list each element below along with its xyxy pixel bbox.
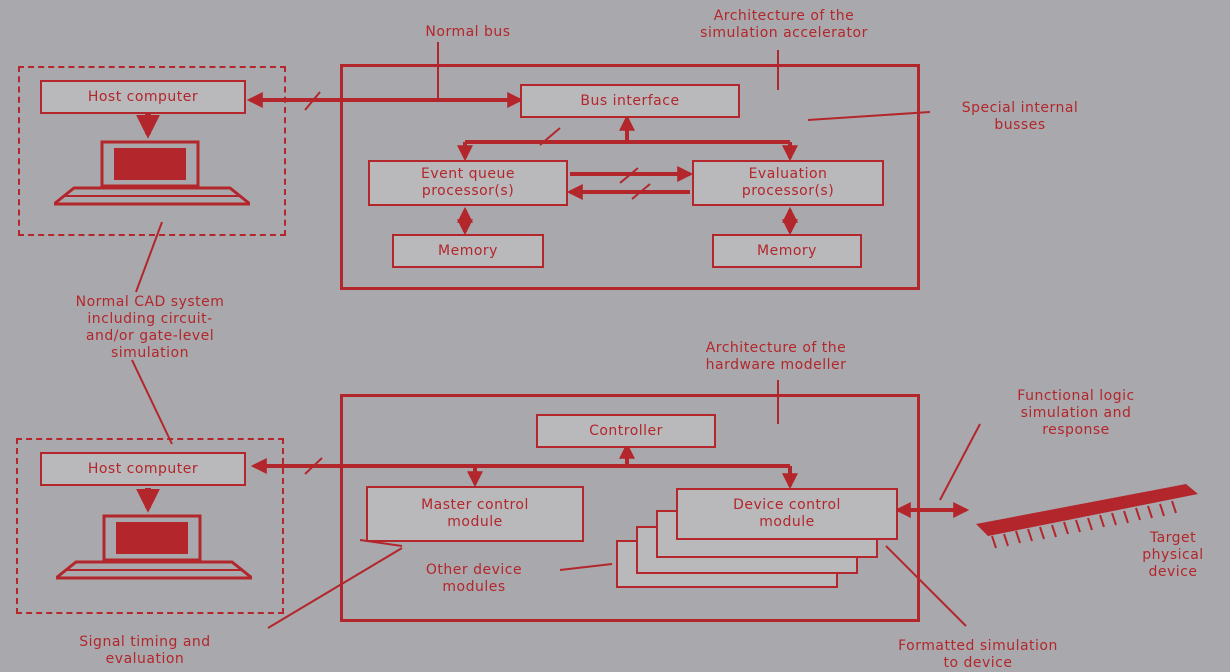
bus-interface-box: Bus interface — [520, 84, 740, 118]
controller-box: Controller — [536, 414, 716, 448]
memory-right-box: Memory — [712, 234, 862, 268]
other-modules-label: Other device modules — [425, 562, 523, 595]
signal-timing-label: Signal timing and evaluation — [79, 634, 211, 667]
top-host-computer-box: Host computer — [40, 80, 246, 114]
modeller-title: Architecture of the hardware modeller — [705, 340, 847, 373]
top-host-region — [18, 66, 286, 236]
computer-icon — [51, 514, 257, 582]
formatted-sim-label: Formatted simulation to device — [898, 638, 1058, 671]
special-busses-label: Special internal busses — [961, 100, 1079, 133]
target-device-label: Target physical device — [1142, 530, 1204, 580]
normal-bus-label: Normal bus — [425, 24, 511, 40]
bottom-host-region — [16, 438, 284, 614]
device-control-box: Device control module — [676, 488, 898, 540]
computer-icon — [49, 140, 255, 208]
event-queue-box: Event queue processor(s) — [368, 160, 568, 206]
accelerator-frame — [340, 64, 920, 290]
modeller-frame — [340, 394, 920, 622]
cad-system-label: Normal CAD system including circuit- and… — [75, 294, 225, 361]
master-control-box: Master control module — [366, 486, 584, 542]
chip-icon — [972, 480, 1204, 552]
accelerator-title: Architecture of the simulation accelerat… — [700, 8, 868, 41]
functional-logic-label: Functional logic simulation and response — [1017, 388, 1135, 438]
evaluation-box: Evaluation processor(s) — [692, 160, 884, 206]
bottom-host-computer-box: Host computer — [40, 452, 246, 486]
memory-left-box: Memory — [392, 234, 544, 268]
